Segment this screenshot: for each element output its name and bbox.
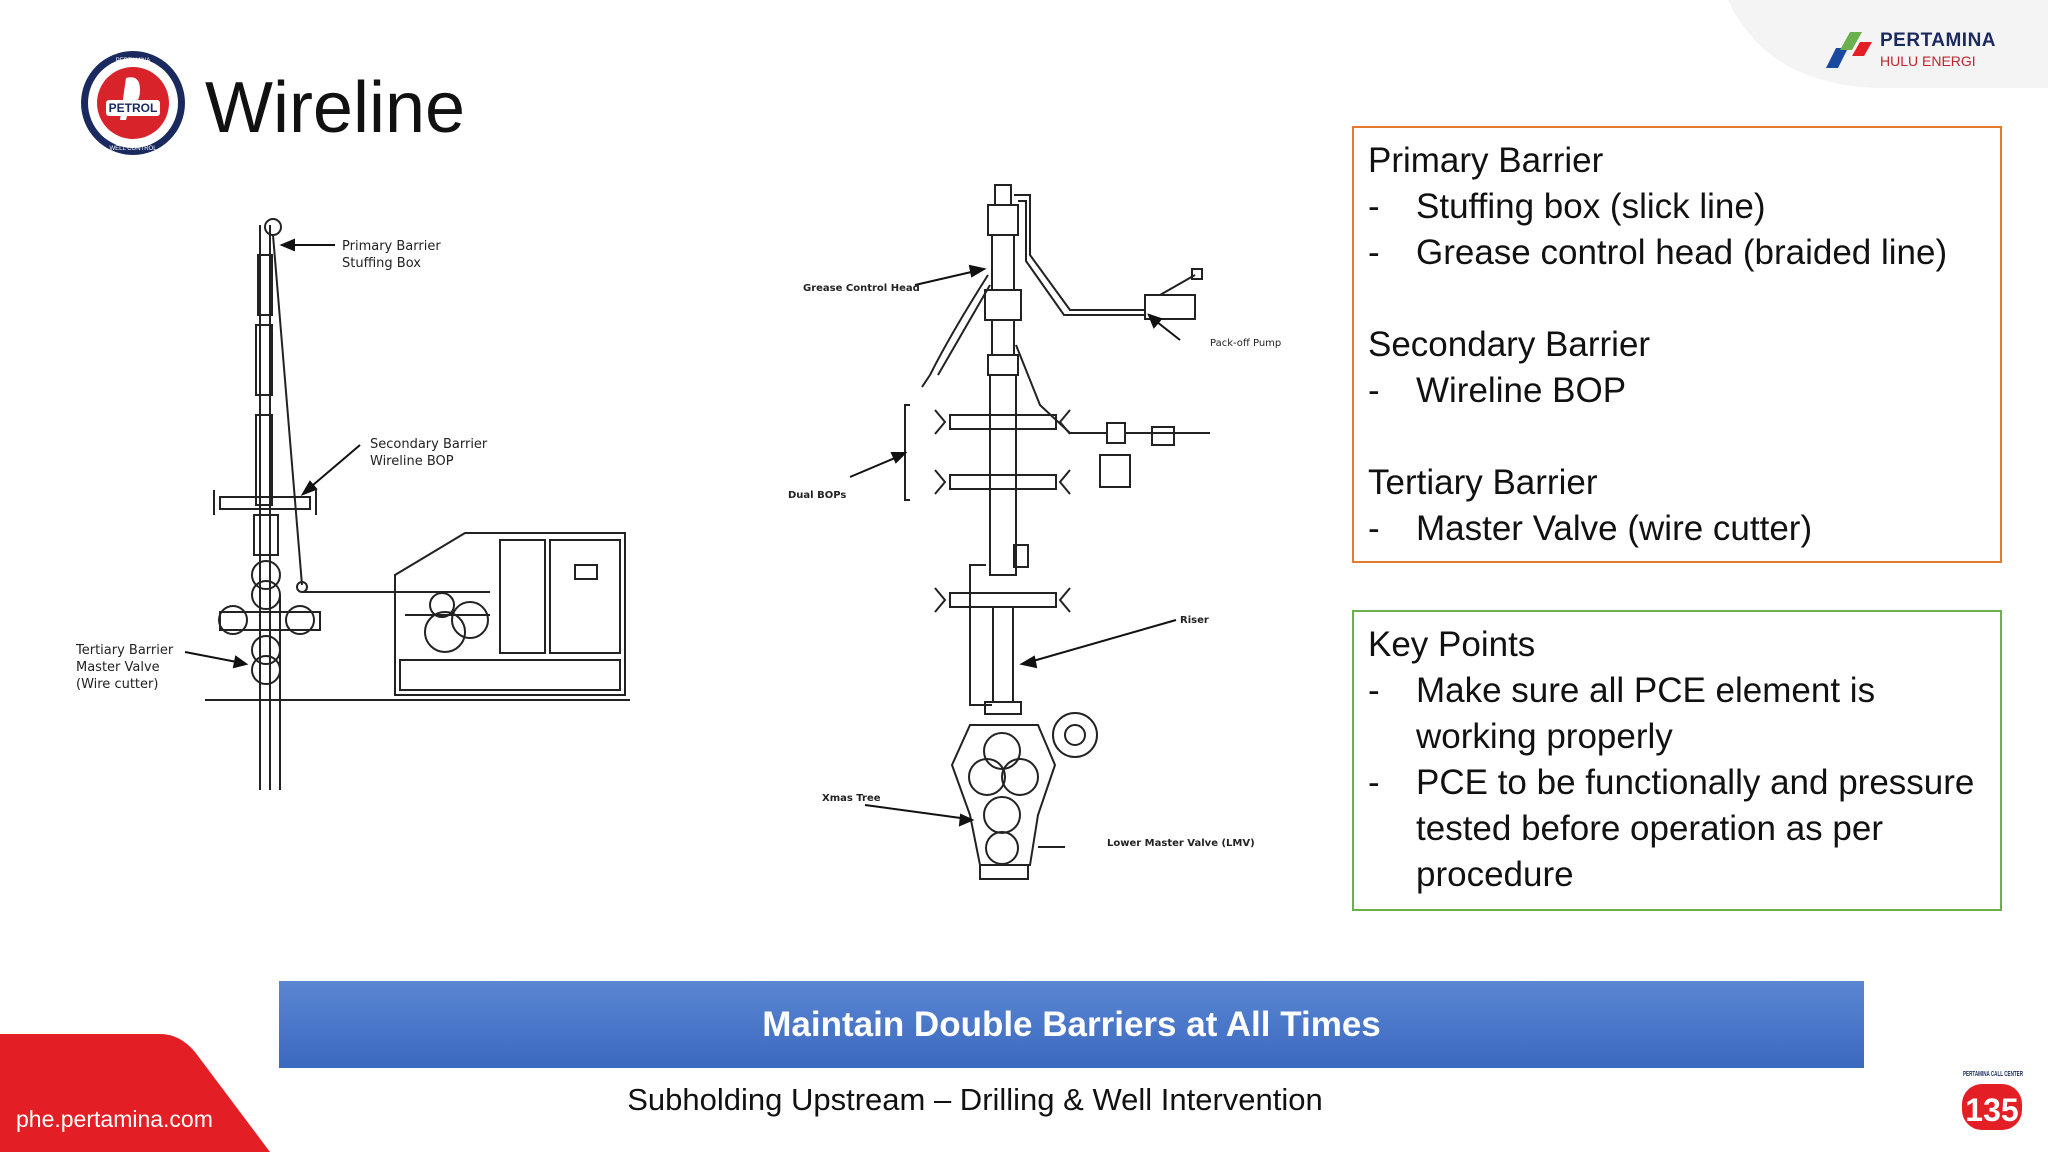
list-item: -Master Valve (wire cutter): [1368, 506, 1986, 552]
primary-item-grease-control-head: Grease control head (braided line): [1416, 233, 1948, 272]
tertiary-item-master-valve: Master Valve (wire cutter): [1416, 509, 1813, 548]
brand-subtitle: HULU ENERGI: [1880, 53, 1976, 69]
primary-barrier-heading: Primary Barrier: [1368, 141, 1604, 180]
secondary-item-wireline-bop: Wireline BOP: [1416, 371, 1627, 410]
label-packoff-pump: Pack-off Pump: [1210, 338, 1281, 349]
secondary-barrier-heading: Secondary Barrier: [1368, 325, 1651, 364]
banner-text: Maintain Double Barriers at All Times: [762, 1004, 1381, 1044]
bullet-dash: -: [1368, 233, 1380, 272]
label-riser: Riser: [1180, 615, 1209, 626]
label-stuffing-box: Stuffing Box: [342, 256, 421, 271]
footer: Subholding Upstream – Drilling & Well In…: [0, 1082, 2048, 1118]
tertiary-barrier-heading: Tertiary Barrier: [1368, 463, 1598, 502]
bullet-dash: -: [1368, 509, 1380, 548]
label-grease-control-head: Grease Control Head: [803, 283, 920, 294]
pressure-control-equipment-diagram: Grease Control Head Pack-off Pump Dual B…: [788, 184, 1281, 880]
petrol-logo-ring-bottom: WELL CONTROL: [109, 146, 157, 152]
list-item: -Wireline BOP: [1368, 368, 1986, 414]
brand-name: PERTAMINA: [1880, 30, 1997, 51]
label-wire-cutter: (Wire cutter): [76, 677, 158, 692]
label-secondary-barrier: Secondary Barrier: [370, 437, 488, 452]
list-item: -Stuffing box (slick line): [1368, 184, 1986, 230]
key-point-2: PCE to be functionally and pressure test…: [1416, 763, 1975, 894]
list-item: -Grease control head (braided line): [1368, 230, 1986, 276]
call-center-label: PERTAMINA CALL CENTER: [1963, 1071, 2023, 1078]
key-points-box: Key Points -Make sure all PCE element is…: [1352, 610, 2002, 911]
label-xmas-tree: Xmas Tree: [822, 793, 881, 804]
red-corner-decoration: [0, 1034, 270, 1152]
pertamina-emblem-icon: [1826, 32, 1872, 68]
bullet-dash: -: [1368, 187, 1380, 226]
website-link[interactable]: phe.pertamina.com: [16, 1106, 213, 1132]
corner-decoration: [1728, 0, 2048, 88]
label-primary-barrier: Primary Barrier: [342, 239, 441, 254]
label-master-valve: Master Valve: [76, 660, 160, 675]
barriers-box: Primary Barrier -Stuffing box (slick lin…: [1352, 126, 2002, 563]
pertamina-logo: PERTAMINA HULU ENERGI: [1818, 28, 2018, 73]
call-center-135-logo: PERTAMINA CALL CENTER 135: [1962, 1071, 2023, 1130]
call-center-number: 135: [1965, 1092, 2018, 1128]
key-points-heading: Key Points: [1368, 625, 1536, 664]
label-wireline-bop: Wireline BOP: [370, 454, 454, 469]
list-item: -Make sure all PCE element is working pr…: [1368, 668, 1986, 760]
slide-title: Wireline: [205, 68, 466, 148]
petrol-logo-text: PETROL: [109, 101, 158, 115]
bullet-dash: -: [1368, 371, 1380, 410]
petrol-well-control-logo: PETROL PERTAMINA WELL CONTROL: [81, 51, 185, 155]
label-lower-master-valve: Lower Master Valve (LMV): [1107, 838, 1255, 849]
bullet-dash: -: [1368, 763, 1380, 802]
label-tertiary-barrier: Tertiary Barrier: [75, 643, 174, 658]
key-point-1: Make sure all PCE element is working pro…: [1416, 671, 1876, 756]
primary-item-stuffing-box: Stuffing box (slick line): [1416, 187, 1766, 226]
banner: Maintain Double Barriers at All Times: [279, 981, 1864, 1068]
bullet-dash: -: [1368, 671, 1380, 710]
label-dual-bops: Dual BOPs: [788, 490, 846, 501]
footer-text: Subholding Upstream – Drilling & Well In…: [627, 1082, 1323, 1117]
wireline-rig-diagram: Primary Barrier Stuffing Box Secondary B…: [75, 218, 630, 790]
petrol-logo-ring-top: PERTAMINA: [116, 58, 150, 64]
list-item: -PCE to be functionally and pressure tes…: [1368, 760, 1986, 898]
